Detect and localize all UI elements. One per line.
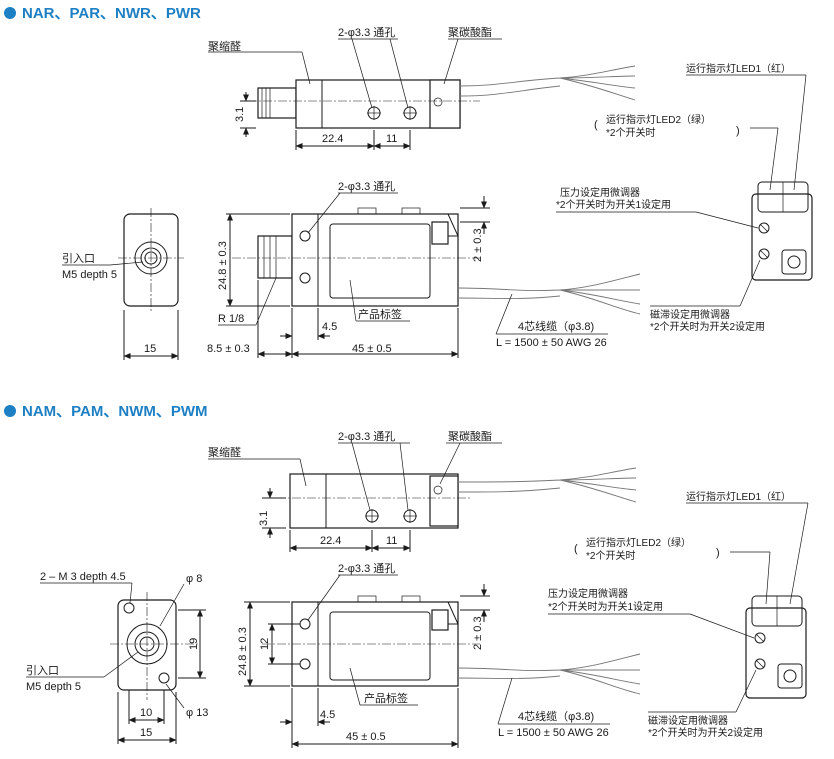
dim-3-1: 3.1 <box>258 511 270 526</box>
section-1: NAR、PAR、NWR、PWR 22.4 11 <box>4 5 813 360</box>
led2-close-bracket: ) <box>716 547 720 559</box>
cable-label: 4芯线缆（φ3.8) <box>518 319 594 333</box>
section-1-end-view: 引入口 M5 depth 5 15 <box>62 208 184 360</box>
dim-11: 11 <box>386 535 397 547</box>
inlet-thread-label: M5 depth 5 <box>26 681 81 693</box>
inlet-label: 引入口 <box>26 663 59 677</box>
dim-45: 45 ± 0.5 <box>346 731 386 743</box>
dim-phi13: φ 13 <box>186 707 208 719</box>
section-1-bullet <box>4 7 16 19</box>
section-1-top-view: 22.4 11 3.1 聚缩醛 2-φ3.3 通孔 聚碳酸酯 <box>208 25 636 150</box>
hyst-pot-note: *2个开关时为开关2设定用 <box>650 320 765 333</box>
dim-3-1: 3.1 <box>234 107 246 122</box>
pressure-pot-label: 压力设定用微调器 <box>560 186 640 199</box>
section-1-title: NAR、PAR、NWR、PWR <box>22 5 201 22</box>
dim-phi8: φ 8 <box>186 573 202 585</box>
led2-open-bracket: ( <box>594 119 598 131</box>
section-2-end-view: 2 – M 3 depth 4.5 φ 8 19 引入口 M5 depth 5 … <box>26 571 208 744</box>
dim-15: 15 <box>140 727 152 739</box>
dim-4-5: 4.5 <box>322 321 337 333</box>
thread-label: R 1/8 <box>218 313 244 325</box>
hole2-label: 2-φ3.3 通孔 <box>338 180 395 193</box>
acetal-label: 聚缩醛 <box>208 39 241 53</box>
dim-11: 11 <box>386 133 397 145</box>
led2-note: *2个开关时 <box>586 549 635 562</box>
dim-22-4: 22.4 <box>320 535 341 547</box>
hole2-label: 2-φ3.3 通孔 <box>338 562 395 575</box>
led2-open-bracket: ( <box>574 543 578 555</box>
hyst-pot-label: 磁滞设定用微调器 <box>648 714 728 727</box>
acetal-label: 聚缩醛 <box>208 445 241 459</box>
polycarbonate-label: 聚碳酸酯 <box>448 25 492 39</box>
inlet-thread-label: M5 depth 5 <box>62 269 117 281</box>
dim-4-5: 4.5 <box>320 709 335 721</box>
hole-label: 2-φ3.3 通孔 <box>338 430 395 443</box>
dim-2: 2 ± 0.3 <box>472 228 484 262</box>
led1-label: 运行指示灯LED1（红） <box>686 62 791 75</box>
section-2-front-view: 24.8 ± 0.3 12 2 ± 0.3 2-φ3.3 通孔 产品标签 4.5… <box>237 562 641 748</box>
dim-8-5: 8.5 ± 0.3 <box>207 343 250 355</box>
pressure-pot-label: 压力设定用微调器 <box>548 587 628 600</box>
hyst-pot-note: *2个开关时为开关2设定用 <box>648 726 763 739</box>
section-2: NAM、PAM、NWM、PWM 22.4 3.1 11 <box>4 403 809 748</box>
dim-24-8: 24.8 ± 0.3 <box>237 627 249 676</box>
mount-holes-label: 2 – M 3 depth 4.5 <box>40 571 126 583</box>
led2-label: 运行指示灯LED2（绿） <box>606 113 711 126</box>
dim-22-4: 22.4 <box>322 133 343 145</box>
dim-24-8: 24.8 ± 0.3 <box>217 241 229 290</box>
section-1-detail-view: 运行指示灯LED1（红） ( 运行指示灯LED2（绿） *2个开关时 ) 压力设… <box>556 62 813 333</box>
section-2-detail-view: 运行指示灯LED1（红） ( 运行指示灯LED2（绿） *2个开关时 ) 压力设… <box>548 490 809 739</box>
dim-12: 12 <box>259 638 271 650</box>
pressure-pot-note: *2个开关时为开关1设定用 <box>548 600 663 613</box>
cable-spec-label: L = 1500 ± 50 AWG 26 <box>498 727 609 739</box>
led2-note: *2个开关时 <box>606 126 655 139</box>
hole-label: 2-φ3.3 通孔 <box>338 26 395 39</box>
led1-label: 运行指示灯LED1（红） <box>686 490 791 503</box>
cable-label: 4芯线缆（φ3.8) <box>518 709 594 723</box>
pressure-pot-note: *2个开关时为开关1设定用 <box>556 198 671 211</box>
product-label: 产品标签 <box>358 307 402 321</box>
inlet-label: 引入口 <box>62 251 95 265</box>
led2-label: 运行指示灯LED2（绿） <box>586 536 691 549</box>
dim-45: 45 ± 0.5 <box>352 343 392 355</box>
dim-10: 10 <box>140 707 152 719</box>
section-2-bullet <box>4 405 16 417</box>
section-1-front-view: 24.8 ± 0.3 2 ± 0.3 2-φ3.3 通孔 R 1/8 产品标签 … <box>207 180 641 358</box>
dim-15: 15 <box>144 343 156 355</box>
section-2-title: NAM、PAM、NWM、PWM <box>22 403 208 420</box>
cable-spec-label: L = 1500 ± 50 AWG 26 <box>496 337 607 349</box>
hyst-pot-label: 磁滞设定用微调器 <box>650 308 730 321</box>
dim-2: 2 ± 0.3 <box>472 616 484 650</box>
polycarbonate-label: 聚碳酸酯 <box>448 429 492 443</box>
section-2-top-view: 22.4 3.1 11 聚缩醛 2-φ3.3 通孔 聚碳酸酯 <box>208 429 637 552</box>
led2-close-bracket: ) <box>736 125 740 137</box>
product-label: 产品标签 <box>364 691 408 705</box>
dim-19: 19 <box>188 638 200 650</box>
